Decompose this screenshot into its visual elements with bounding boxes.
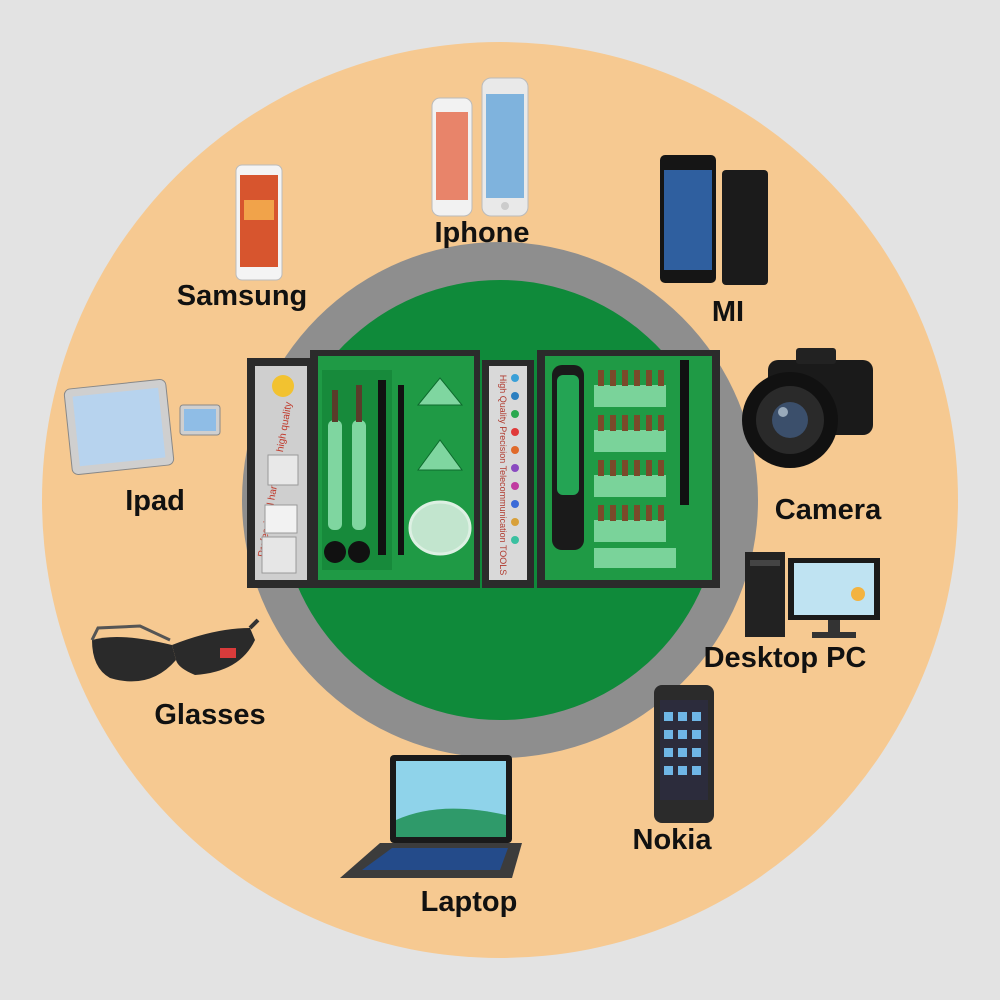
label-laptop: Laptop xyxy=(420,886,518,918)
label-ipad: Ipad xyxy=(125,485,185,517)
mi-phone-icon xyxy=(660,155,768,285)
label-samsung: Samsung xyxy=(176,280,308,312)
desktop-pc-icon xyxy=(745,552,880,638)
label-camera: Camera xyxy=(774,494,882,526)
label-nokia: Nokia xyxy=(632,824,712,856)
right-card-text: High Quality Precision Telecommunication… xyxy=(498,375,508,576)
nokia-phone-icon xyxy=(654,685,714,823)
glasses-icon xyxy=(90,618,260,682)
label-glasses: Glasses xyxy=(154,699,266,731)
screwdriver-kit-icon: Professional hand tools high quality Hig… xyxy=(247,350,720,588)
camera-icon xyxy=(742,348,873,468)
samsung-phone-icon xyxy=(235,164,283,281)
label-mi: MI xyxy=(711,296,745,328)
ipad-tablet-icon xyxy=(63,378,221,476)
label-desktop-pc: Desktop PC xyxy=(703,642,867,674)
label-iphone: Iphone xyxy=(434,217,530,249)
laptop-icon xyxy=(340,755,522,878)
iphone-icon xyxy=(431,77,529,217)
